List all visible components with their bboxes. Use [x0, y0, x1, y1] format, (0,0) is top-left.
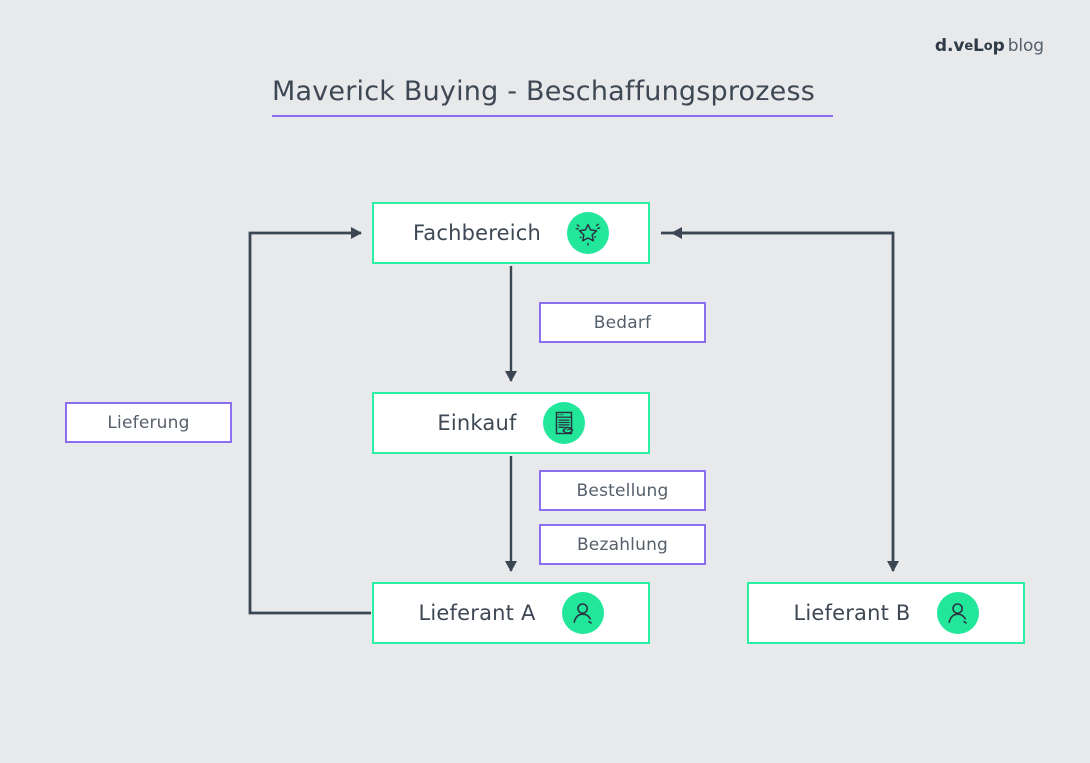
node-lieferant-b-label: Lieferant B — [793, 601, 911, 625]
flow-label-bestellung: Bestellung — [539, 470, 706, 511]
node-fachbereich[interactable]: Fachbereich — [372, 202, 650, 264]
brand-mark: d.veLop — [934, 36, 1005, 56]
node-fachbereich-label: Fachbereich — [412, 221, 542, 245]
node-lieferant-a[interactable]: Lieferant A — [372, 582, 650, 644]
node-einkauf-label: Einkauf — [437, 411, 517, 435]
flow-label-bezahlung: Bezahlung — [539, 524, 706, 565]
contract-sign-icon — [542, 402, 585, 444]
node-einkauf[interactable]: Einkauf — [372, 392, 650, 454]
user-icon — [936, 592, 979, 634]
edge-lieferant-a-fachbereich — [248, 227, 371, 615]
flow-label-bedarf: Bedarf — [539, 302, 706, 343]
page-title: Maverick Buying - Beschaffungsprozess — [272, 76, 833, 117]
user-icon — [561, 592, 604, 634]
star-sparkle-icon — [567, 212, 610, 254]
node-lieferant-a-label: Lieferant A — [418, 601, 536, 625]
node-lieferant-b[interactable]: Lieferant B — [747, 582, 1025, 644]
brand-word: blog — [1007, 36, 1044, 56]
flow-label-lieferung: Lieferung — [65, 402, 232, 443]
edge-fachbereich-lieferant-b — [661, 231, 899, 572]
